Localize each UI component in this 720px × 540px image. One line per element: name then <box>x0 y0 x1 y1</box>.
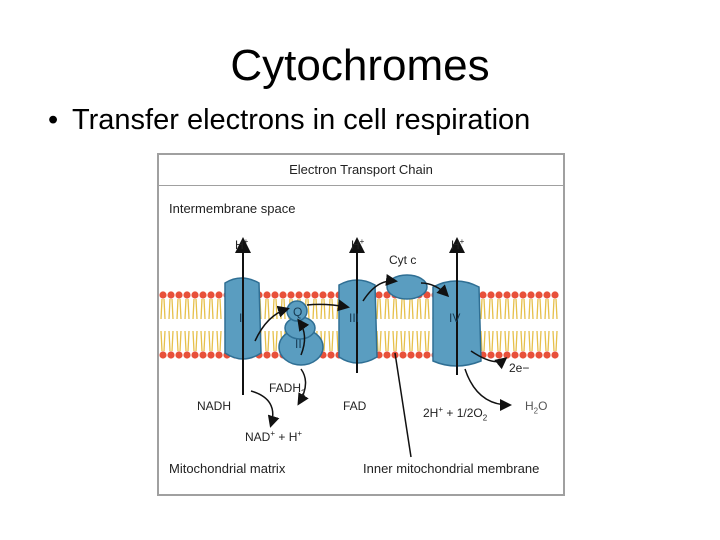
lipid-head <box>183 291 191 299</box>
bullet-marker: • <box>48 104 59 136</box>
complex-iv-label: IV <box>449 311 461 325</box>
lipid-head <box>207 291 215 299</box>
lipid-head <box>167 291 175 299</box>
q-label: Q <box>293 305 303 319</box>
electron-path-iii-to-cytc <box>362 274 398 302</box>
lipid-head <box>543 351 551 359</box>
lipid-head <box>495 291 503 299</box>
lipid-head <box>479 291 487 299</box>
lipid-head <box>191 351 199 359</box>
diagram-header: Electron Transport Chain <box>159 155 563 186</box>
lipid-head <box>511 291 519 299</box>
lipid-head <box>215 291 223 299</box>
lipid-head <box>207 351 215 359</box>
lipid-head <box>383 351 391 359</box>
lipid-head <box>519 291 527 299</box>
etc-diagram: Electron Transport Chain Intermembrane s… <box>157 153 565 496</box>
electrons-label: 2e− <box>509 361 530 375</box>
lipid-head <box>535 291 543 299</box>
lipid-head <box>199 291 207 299</box>
water-arrow <box>464 368 512 411</box>
complex-i-label: I <box>239 311 243 325</box>
lipid-head <box>327 291 335 299</box>
lipid-head <box>503 291 511 299</box>
lipid-head <box>279 291 287 299</box>
lipid-head <box>407 351 415 359</box>
slide-title: Cytochromes <box>230 41 490 90</box>
lipid-head <box>183 351 191 359</box>
lipid-head <box>519 351 527 359</box>
water-label: H2O <box>525 399 548 416</box>
lipid-head <box>175 291 183 299</box>
nadh-label: NADH <box>197 399 232 413</box>
lipid-head <box>551 291 559 299</box>
lipid-head <box>535 351 543 359</box>
electron-path-i-to-q <box>254 305 290 342</box>
bullet-item: • Transfer electrons in cell respiration <box>48 100 530 140</box>
lipid-head <box>191 291 199 299</box>
lipid-head <box>327 351 335 359</box>
nad-label: NAD+ + H+ <box>245 429 303 444</box>
lipid-head <box>423 351 431 359</box>
lipid-head <box>527 291 535 299</box>
lipid-head <box>295 291 303 299</box>
lipid-head <box>495 351 503 359</box>
lipid-head <box>159 351 167 359</box>
intermembrane-label: Intermembrane space <box>169 201 296 216</box>
lipid-head <box>399 351 407 359</box>
lipid-head <box>503 351 511 359</box>
cytochrome-c <box>386 274 428 300</box>
inner-membrane-label: Inner mitochondrial membrane <box>363 461 540 476</box>
bullet-text: Transfer electrons in cell respiration <box>72 104 531 136</box>
lipid-head <box>159 291 167 299</box>
membrane-pointer <box>394 352 412 458</box>
lipid-head <box>271 291 279 299</box>
lipid-head <box>487 291 495 299</box>
proton-label-i: H+ <box>235 237 249 252</box>
lipid-head <box>311 291 319 299</box>
lipid-head <box>199 351 207 359</box>
lipid-head <box>167 351 175 359</box>
oxygen-equation-label: 2H+ + 1/2O2 <box>423 405 488 423</box>
fad-label: FAD <box>343 399 367 413</box>
lipid-head <box>487 351 495 359</box>
lipid-head <box>271 351 279 359</box>
lipid-head <box>527 351 535 359</box>
complex-iii-label: III <box>349 311 360 325</box>
lipid-head <box>215 351 223 359</box>
proton-label-iii: H+ <box>351 237 365 252</box>
lipid-head <box>511 351 519 359</box>
lipid-head <box>543 291 551 299</box>
cyt-c-label: Cyt c <box>389 253 417 267</box>
fadh2-arrow <box>297 368 309 406</box>
lipid-head <box>263 351 271 359</box>
nadh-arrow <box>250 390 280 428</box>
matrix-label: Mitochondrial matrix <box>169 461 286 476</box>
lipid-head <box>415 351 423 359</box>
electron-path-iv-out <box>470 350 508 370</box>
lipid-head <box>175 351 183 359</box>
complex-ii-label: II <box>295 337 302 351</box>
electron-path-ii-to-q <box>297 318 310 356</box>
lipid-head <box>263 291 271 299</box>
proton-label-iv: H+ <box>451 237 465 252</box>
lipid-head <box>287 291 295 299</box>
lipid-head <box>319 291 327 299</box>
etc-diagram-svg <box>159 237 559 458</box>
electron-path-q-to-iii <box>306 299 350 312</box>
lipid-head <box>375 291 383 299</box>
fadh2-label: FADH2 <box>269 381 306 398</box>
lipid-head <box>551 351 559 359</box>
lipid-head <box>303 291 311 299</box>
electron-path-cytc-to-iv <box>420 282 450 298</box>
